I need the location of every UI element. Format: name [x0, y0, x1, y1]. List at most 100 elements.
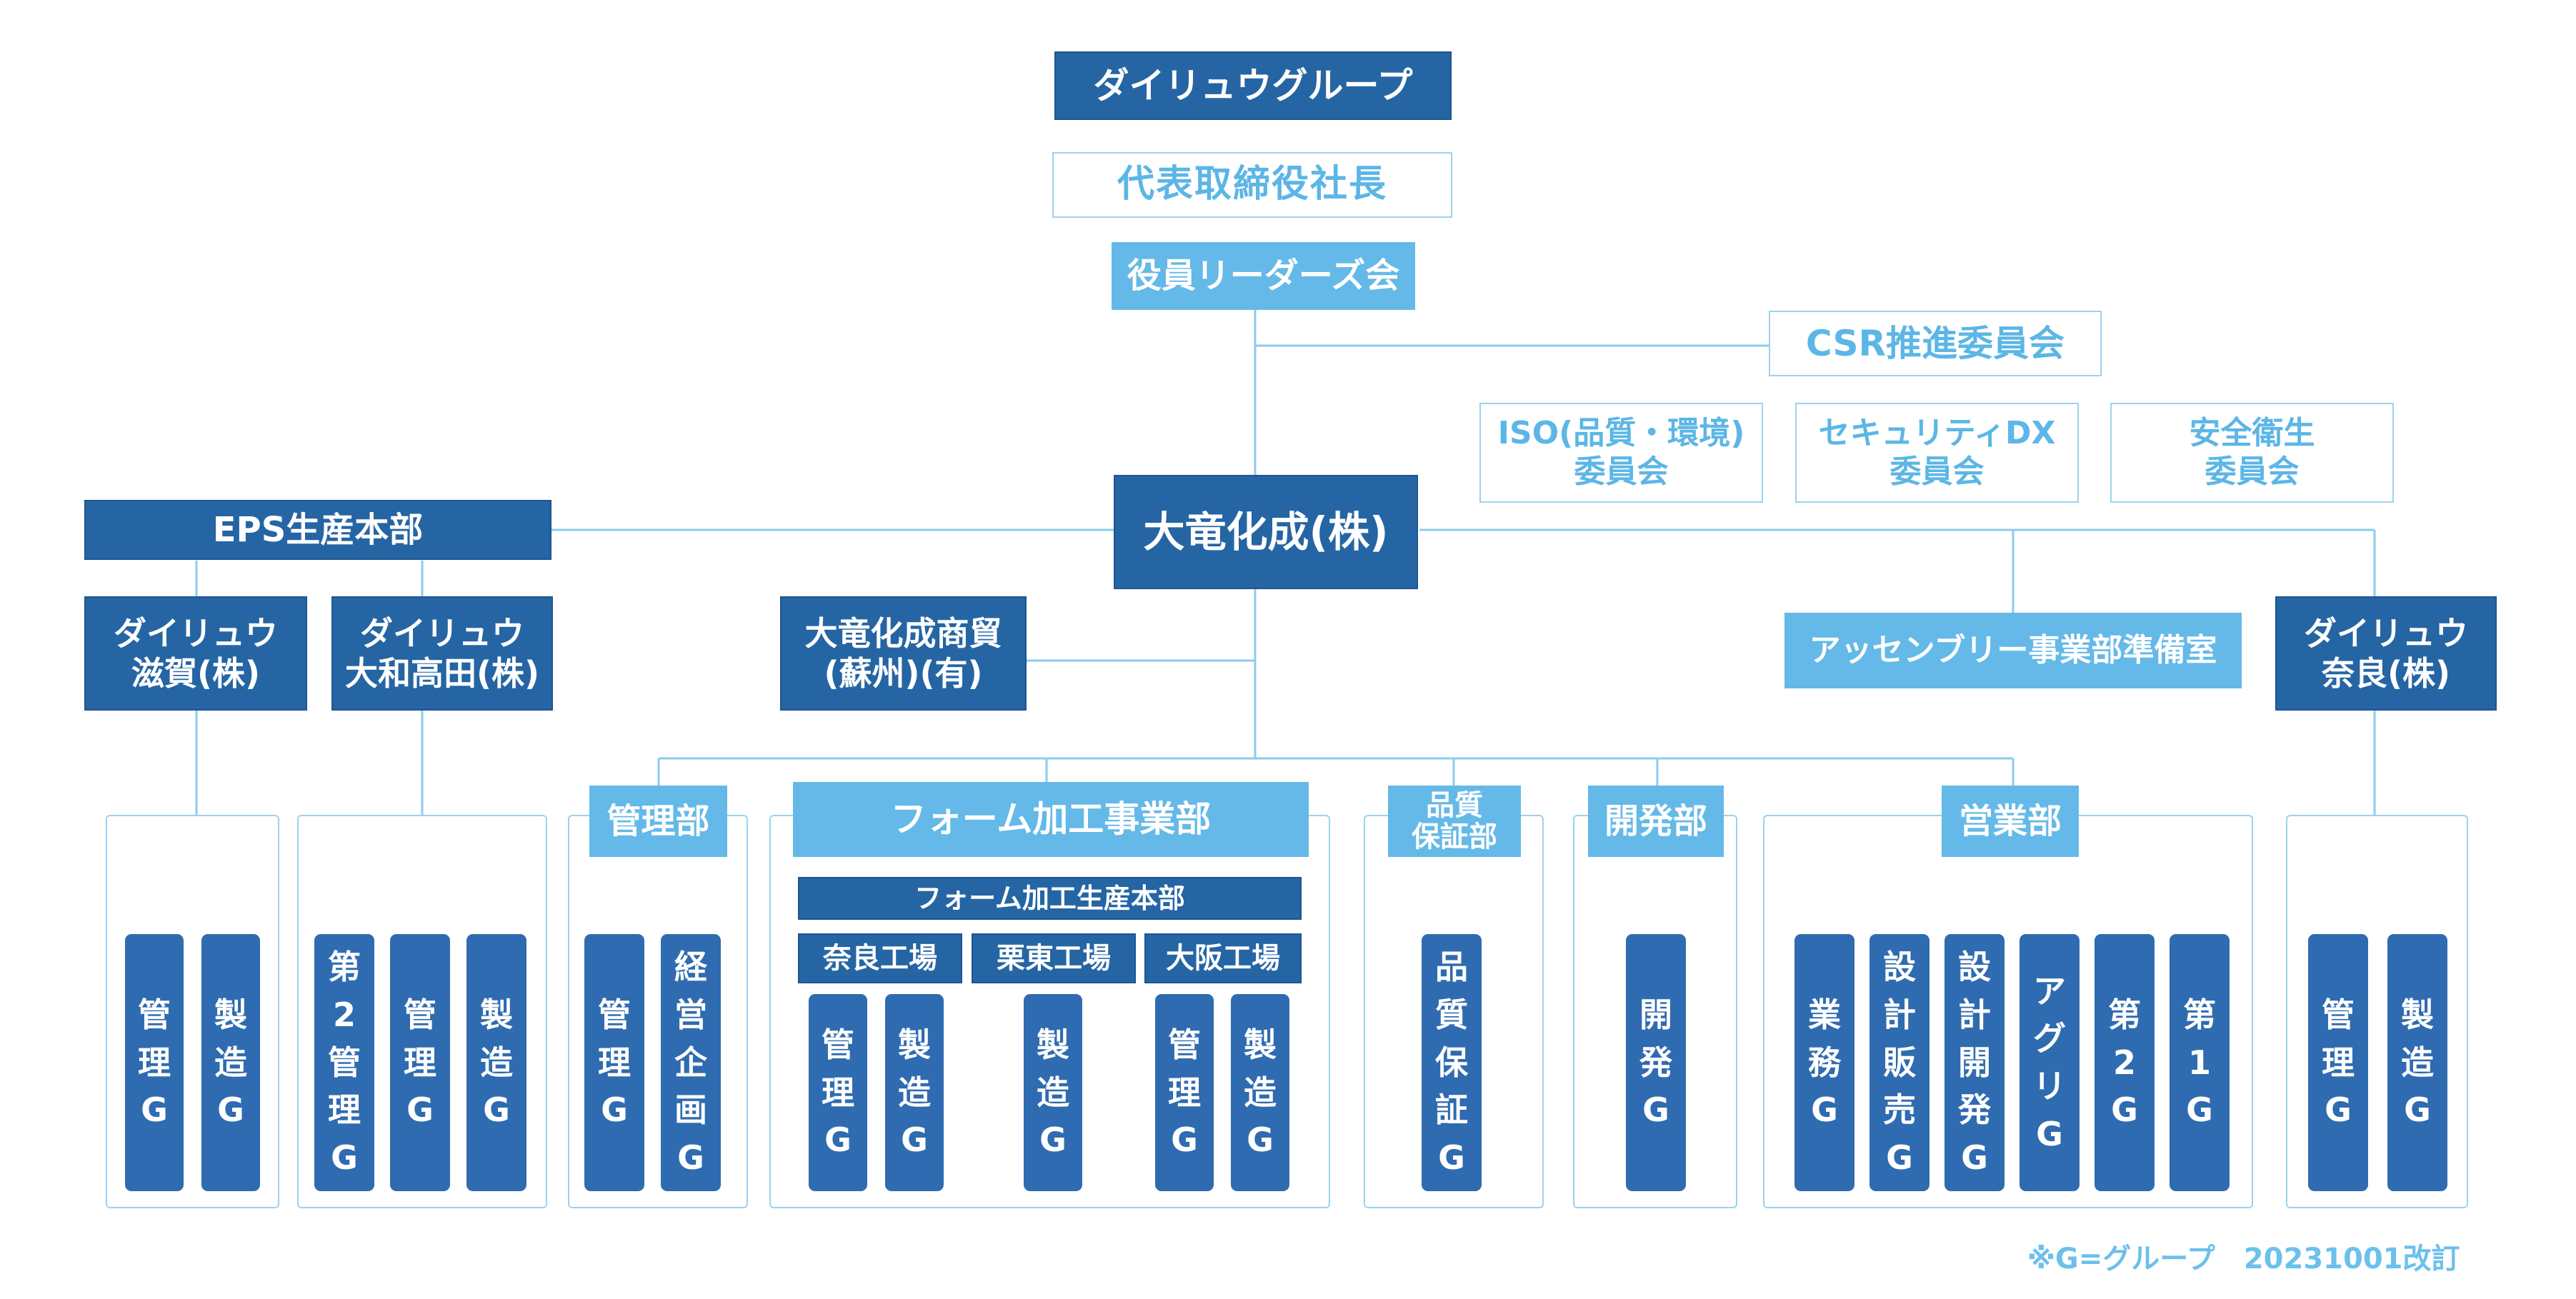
suzhou-line1: 大竜化成商貿	[804, 613, 1002, 653]
group-bar-char: 第	[328, 948, 361, 987]
eps-hq-label: EPS生産本部	[212, 509, 424, 550]
group-bar-char: G	[141, 1090, 168, 1130]
dept-qa-line2: 保証部	[1412, 821, 1497, 853]
group-bar-char: G	[2186, 1090, 2213, 1130]
dept-sales-header: 営業部	[1942, 786, 2079, 857]
csr-committee-box: CSR推進委員会	[1769, 311, 2102, 376]
group-bar-char: ア	[2033, 971, 2066, 1010]
group-bar-char: 理	[1168, 1073, 1201, 1112]
group-bar-char: 造	[480, 1043, 513, 1082]
committee-security-line2: 委員会	[1889, 453, 1985, 490]
subsidiary-nara: ダイリュウ 奈良(株)	[2275, 596, 2497, 711]
dept-dev-label: 開発部	[1604, 801, 1707, 841]
group-bar-char: 製	[1244, 1025, 1277, 1064]
group-header: ダイリュウグループ	[1054, 51, 1452, 120]
dept-foam-label: フォーム加工事業部	[890, 798, 1212, 840]
subsidiary-yamato-takada: ダイリュウ 大和高田(株)	[331, 596, 553, 711]
group-bar-char: G	[1247, 1120, 1274, 1160]
dept-admin-label: 管理部	[606, 801, 710, 841]
group-bar-char: 管	[2322, 995, 2355, 1034]
group-bar-char: リ	[2033, 1067, 2066, 1105]
group-bar-char: 理	[822, 1073, 854, 1112]
group-bar-char: 造	[898, 1073, 931, 1112]
group-bar-char: 製	[898, 1025, 931, 1064]
yamato-line1: ダイリュウ	[360, 613, 524, 653]
factory-nara-label: 奈良工場	[823, 941, 937, 975]
group-bar-char: 設	[1883, 948, 1916, 987]
group-bar-char: 造	[214, 1043, 247, 1082]
foam-production-hq-label: フォーム加工生産本部	[914, 882, 1185, 914]
group-bar-char: 管	[1168, 1025, 1201, 1064]
group-bar-char: 1	[2187, 1043, 2211, 1082]
group-bar-char: G	[406, 1090, 434, 1130]
group-bar-char: 保	[1435, 1043, 1468, 1082]
group-bar-char: 営	[674, 995, 707, 1034]
subsidiary-shiga: ダイリュウ 滋賀(株)	[84, 596, 307, 711]
group-bar-char: 計	[1883, 995, 1916, 1034]
nara-line2: 奈良(株)	[2321, 654, 2451, 693]
group-bar-char: G	[677, 1138, 704, 1178]
group-bar-char: 造	[1244, 1073, 1277, 1112]
group-bar-char: 管	[138, 995, 171, 1034]
group-bar-char: G	[2111, 1090, 2138, 1130]
group-bar-char: 業	[1808, 995, 1841, 1034]
group-bar-char: 2	[332, 995, 356, 1034]
group-bar-char: 発	[1958, 1090, 1991, 1130]
group-bar-char: 管	[598, 995, 631, 1034]
group-bar-char: 開	[1639, 995, 1672, 1034]
committee-iso-line2: 委員会	[1574, 453, 1669, 490]
csr-committee-label: CSR推進委員会	[1805, 322, 2065, 364]
group-bar-char: 第	[2108, 995, 2141, 1034]
subsidiary-suzhou: 大竜化成商貿 (蘇州)(有)	[780, 596, 1027, 711]
committee-security-line1: セキュリティDX	[1818, 415, 2056, 452]
group-bar-char: 企	[674, 1043, 707, 1082]
group-bar-char: G	[1961, 1138, 1988, 1178]
assembly-label: アッセンブリー事業部準備室	[1809, 632, 2217, 669]
committee-iso: ISO(品質・環境) 委員会	[1479, 403, 1763, 503]
group-bar-char: 2	[2112, 1043, 2136, 1082]
group-bar-char: G	[1642, 1090, 1669, 1130]
group-bar-char: 理	[328, 1090, 361, 1130]
dept-sales-label: 営業部	[1958, 801, 2062, 841]
main-company-box: 大竜化成(株)	[1114, 475, 1418, 589]
group-bar-char: 品	[1435, 948, 1468, 987]
group-bar-char: G	[824, 1120, 852, 1160]
committee-iso-line1: ISO(品質・環境)	[1497, 415, 1745, 452]
dept-qa-header: 品質 保証部	[1388, 786, 1521, 857]
group-bar-char: 製	[2401, 995, 2434, 1034]
footnote: ※G=グループ 20231001改訂	[2027, 1243, 2460, 1275]
group-bar-char: 第	[2183, 995, 2216, 1034]
dept-admin-header: 管理部	[589, 786, 727, 857]
group-bar-char: G	[2404, 1090, 2431, 1130]
leaders-meeting-box: 役員リーダーズ会	[1112, 242, 1415, 310]
group-bar-char: 証	[1435, 1090, 1468, 1130]
factory-ritto-label: 栗東工場	[997, 941, 1111, 975]
ceo-label: 代表取締役社長	[1117, 163, 1387, 206]
group-bar-char: G	[2325, 1090, 2352, 1130]
shiga-line1: ダイリュウ	[114, 613, 278, 653]
group-bar-char: 製	[1037, 1025, 1069, 1064]
group-bar-char: 造	[1037, 1073, 1069, 1112]
group-bar-char: G	[1438, 1138, 1465, 1178]
dept-dev-header: 開発部	[1588, 786, 1724, 857]
group-bar-char: G	[901, 1120, 928, 1160]
dept-qa-line1: 品質	[1426, 789, 1483, 822]
group-bar-char: 管	[404, 995, 436, 1034]
